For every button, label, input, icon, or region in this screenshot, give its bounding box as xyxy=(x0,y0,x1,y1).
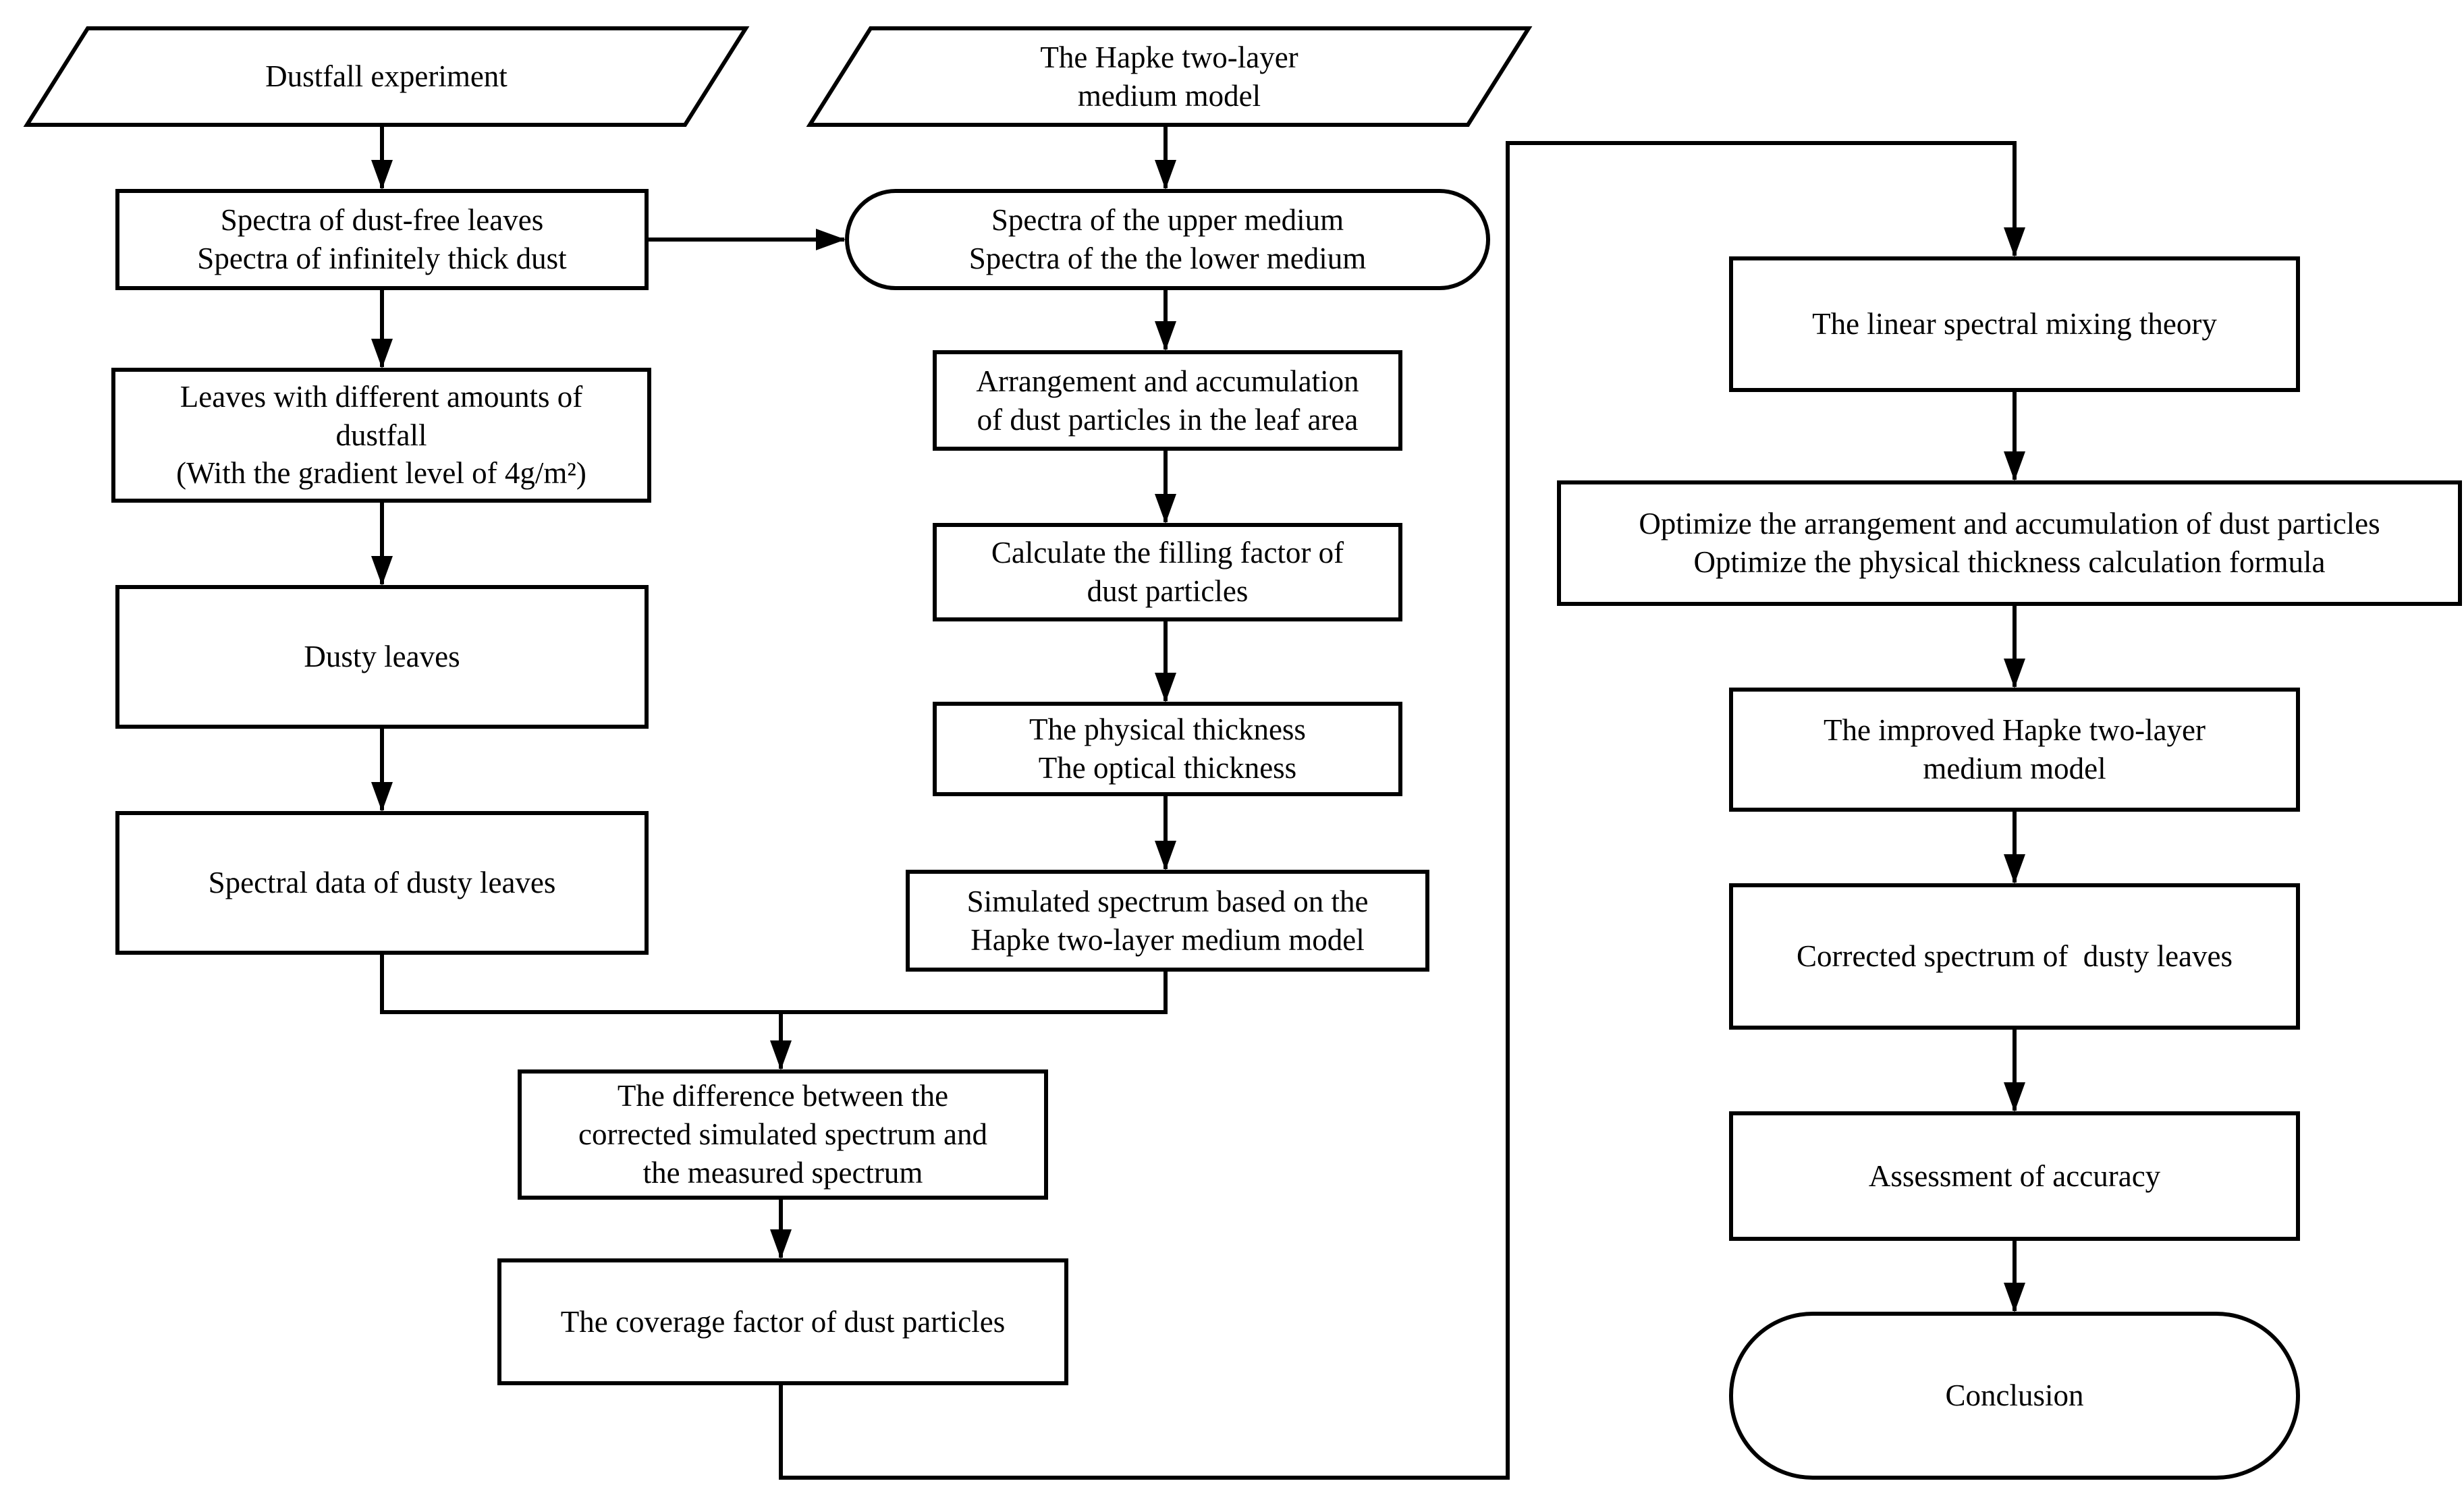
node-label-coverage-factor: The coverage factor of dust particles xyxy=(560,1304,1006,1339)
node-label-arrangement: Arrangement and accumulation of dust par… xyxy=(976,364,1359,437)
node-label-thickness: The physical thickness The optical thick… xyxy=(1029,713,1306,785)
node-label-improved-hapke: The improved Hapke two-layer medium mode… xyxy=(1823,713,2206,785)
node-shape-assessment xyxy=(1729,1111,2300,1241)
node-shape-conclusion xyxy=(1729,1312,2300,1480)
node-shape-optimize xyxy=(1557,480,2462,606)
node-shape-improved-hapke xyxy=(1729,688,2300,812)
node-shape-coverage-factor xyxy=(497,1258,1068,1385)
node-label-gradient-leaves: Leaves with different amounts of dustfal… xyxy=(176,379,586,491)
node-label-filling-factor: Calculate the filling factor of dust par… xyxy=(991,536,1344,608)
node-shape-dustfall-experiment xyxy=(23,26,750,127)
node-shape-arrangement xyxy=(933,350,1402,451)
node-label-dustfall-experiment: Dustfall experiment xyxy=(265,59,508,94)
node-shape-thickness xyxy=(933,702,1402,796)
node-label-linear-mixing: The linear spectral mixing theory xyxy=(1812,307,2217,341)
connector-coverage-to-linear-mixing xyxy=(779,141,2025,1480)
node-label-corrected-spectrum: Corrected spectrum of dusty leaves xyxy=(1796,939,2233,974)
node-shape-simulated-spectrum xyxy=(906,870,1429,972)
node-shape-filling-factor xyxy=(933,523,1402,621)
node-label-assessment: Assessment of accuracy xyxy=(1868,1159,2161,1193)
node-shape-spectral-data xyxy=(115,811,649,955)
node-label-optimize: Optimize the arrangement and accumulatio… xyxy=(1639,507,2380,579)
node-shape-corrected-spectrum xyxy=(1729,883,2300,1030)
node-label-spectral-data: Spectral data of dusty leaves xyxy=(208,866,556,900)
node-shape-hapke-model xyxy=(806,26,1533,127)
node-shape-linear-mixing xyxy=(1729,256,2300,392)
node-label-spectrum-difference: The difference between the corrected sim… xyxy=(578,1079,987,1190)
node-shape-spectrum-difference xyxy=(518,1069,1048,1200)
node-label-conclusion: Conclusion xyxy=(1945,1378,2084,1413)
node-label-simulated-spectrum: Simulated spectrum based on the Hapke tw… xyxy=(966,884,1369,957)
node-label-hapke-model: The Hapke two-layer medium model xyxy=(1040,40,1298,113)
node-label-medium-spectra: Spectra of the upper medium Spectra of t… xyxy=(968,203,1367,275)
node-label-dusty-leaves: Dusty leaves xyxy=(304,640,460,674)
node-shape-dusty-leaves xyxy=(115,585,649,729)
node-label-dust-free-spectra: Spectra of dust-free leaves Spectra of i… xyxy=(197,203,567,275)
connector-merge-spectral-and-simulated xyxy=(380,953,1168,1014)
